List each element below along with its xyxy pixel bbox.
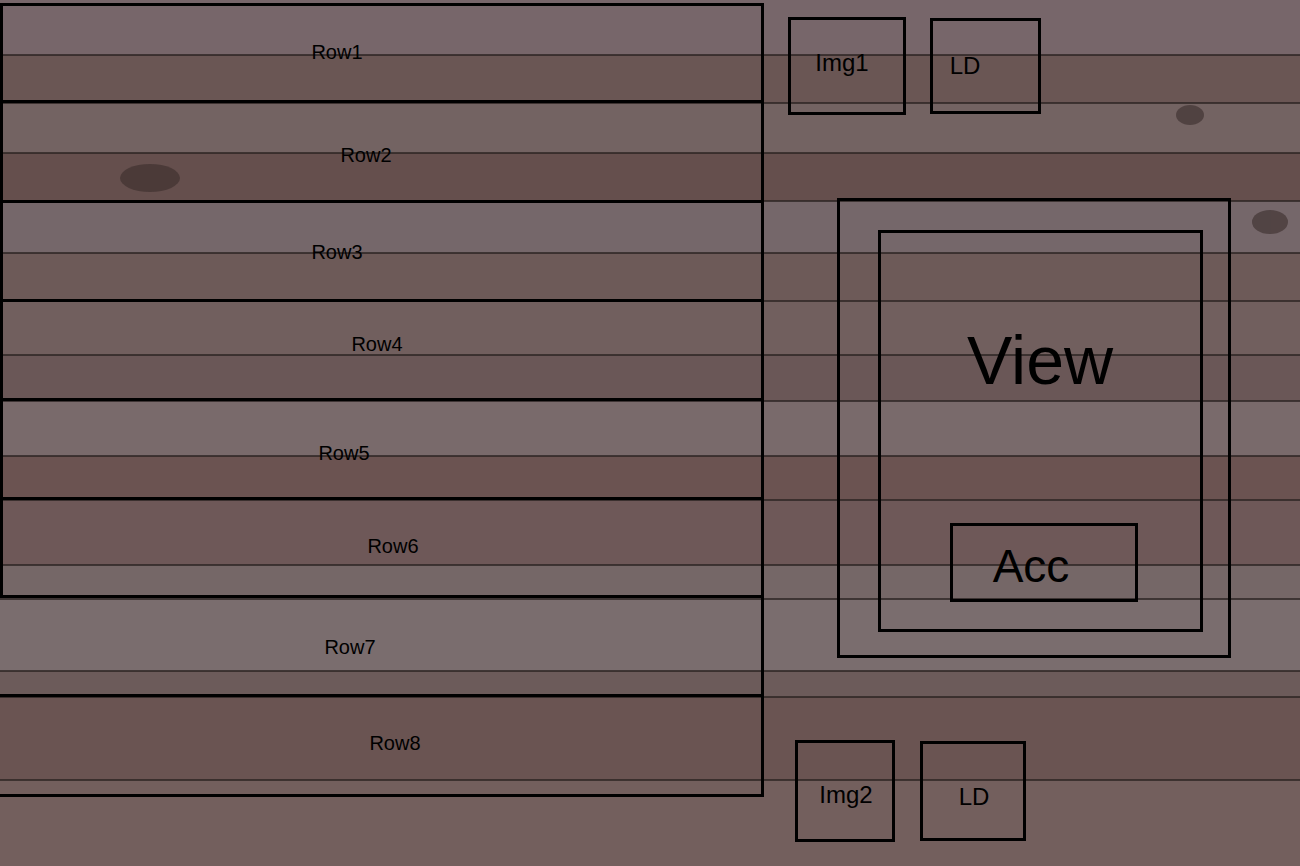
node-label: Row8: [369, 732, 420, 755]
node-label: LD: [950, 52, 981, 80]
node-label: Img2: [819, 781, 872, 809]
row-box: Row2: [0, 100, 764, 203]
ld-box: LD: [920, 741, 1026, 841]
row-box: Row6: [0, 497, 764, 598]
node-label: Row7: [324, 636, 375, 659]
image-box: Img2: [795, 740, 895, 842]
row-box: Row3: [0, 200, 764, 302]
node-label: Row1: [311, 41, 362, 64]
node-label: Row3: [311, 241, 362, 264]
node-label: View: [967, 321, 1113, 399]
node-label: LD: [959, 783, 990, 811]
row-box: Row5: [0, 398, 764, 500]
node-label: Row2: [340, 144, 391, 167]
outer-frame: [839, 200, 1230, 657]
node-label: Img1: [815, 49, 868, 77]
ld-box: LD: [930, 18, 1041, 114]
node-label: Row5: [318, 442, 369, 465]
row-box: Row4: [0, 299, 764, 401]
node-label: Row6: [367, 535, 418, 558]
row-box: Row7: [0, 595, 764, 697]
node-label: Acc: [993, 540, 1070, 593]
row-box: Row1: [0, 3, 764, 103]
image-box: Img1: [788, 17, 906, 115]
wood-knots: [120, 105, 1288, 234]
view-box: ViewAcc: [878, 230, 1203, 632]
acc-box: Acc: [950, 523, 1138, 602]
node-label: Row4: [351, 333, 402, 356]
row-box: Row8: [0, 694, 764, 797]
plank-seams: [0, 55, 1300, 780]
